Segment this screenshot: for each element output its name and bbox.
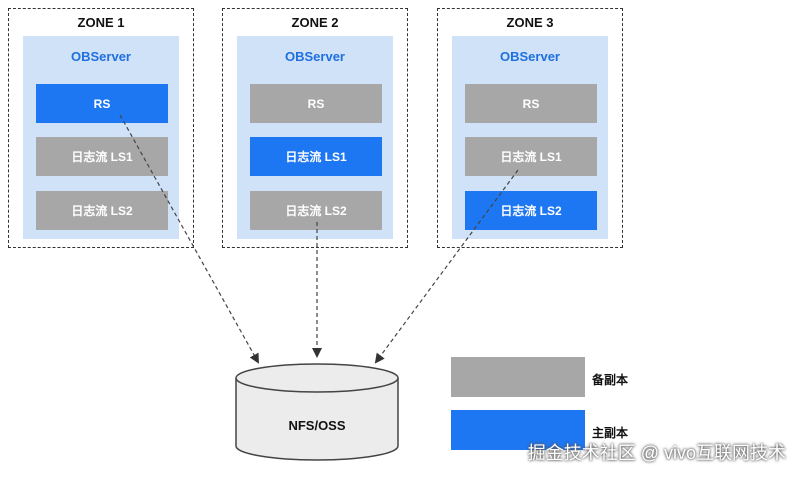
arrow-zone3-to-storage <box>374 169 519 364</box>
replica-rs: RS <box>250 84 382 123</box>
observer-title: OBServer <box>285 49 345 64</box>
replica-rs: RS <box>465 84 597 123</box>
storage-cylinder-icon <box>235 363 399 461</box>
legend-primary-swatch <box>451 410 585 450</box>
zone-title: ZONE 1 <box>77 15 125 30</box>
replica-ls2: 日志流 LS2 <box>36 191 168 230</box>
zone-2: ZONE 2 OBServer RS 日志流 LS1 日志流 LS2 <box>222 8 408 248</box>
replica-ls2: 日志流 LS2 <box>250 191 382 230</box>
storage-label: NFS/OSS <box>288 418 346 433</box>
replica-ls1: 日志流 LS1 <box>250 137 382 176</box>
arrow-zone1-to-storage <box>119 114 259 364</box>
replica-ls1: 日志流 LS1 <box>36 137 168 176</box>
zone-title: ZONE 2 <box>291 15 339 30</box>
observer-title: OBServer <box>500 49 560 64</box>
legend-backup-swatch <box>451 357 585 397</box>
legend-primary-label: 主副本 <box>592 426 629 440</box>
observer-box: OBServer RS 日志流 LS1 日志流 LS2 <box>452 36 608 239</box>
replica-rs: RS <box>36 84 168 123</box>
zone-3: ZONE 3 OBServer RS 日志流 LS1 日志流 LS2 <box>437 8 623 248</box>
legend-backup-label: 备副本 <box>592 373 629 387</box>
replica-ls2: 日志流 LS2 <box>465 191 597 230</box>
zone-1: ZONE 1 OBServer RS 日志流 LS1 日志流 LS2 <box>8 8 194 248</box>
zone-title: ZONE 3 <box>506 15 554 30</box>
observer-title: OBServer <box>71 49 131 64</box>
replica-ls1: 日志流 LS1 <box>465 137 597 176</box>
observer-box: OBServer RS 日志流 LS1 日志流 LS2 <box>23 36 179 239</box>
observer-box: OBServer RS 日志流 LS1 日志流 LS2 <box>237 36 393 239</box>
watermark: 掘金技术社区 @ vivo互联网技术 <box>527 443 786 463</box>
